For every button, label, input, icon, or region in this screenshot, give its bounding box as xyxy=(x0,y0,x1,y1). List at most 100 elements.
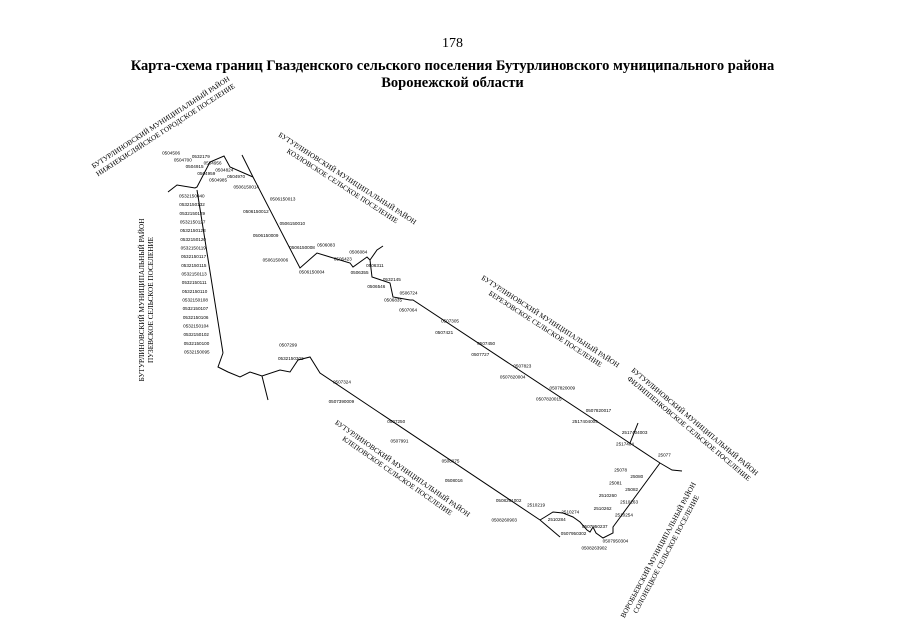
boundary-point-label: 2517404 xyxy=(616,441,634,446)
boundary-point-label: 0507820017 xyxy=(586,408,612,413)
boundary-point-label: 0532150106 xyxy=(183,315,209,320)
boundary-northeast xyxy=(252,176,661,464)
boundary-point-label: 0504970 xyxy=(227,174,245,179)
boundary-point-label: 0504985 xyxy=(209,178,227,183)
boundary-point-label: 0532150132 xyxy=(179,202,205,207)
boundary-top-spur xyxy=(369,245,384,261)
district-name: БУТУРЛИНОВСКИЙ МУНИЦИПАЛЬНЫЙ РАЙОН xyxy=(333,418,472,519)
boundary-point-label: 2510284 xyxy=(548,517,566,522)
boundary-point-label: 25080 xyxy=(630,474,643,479)
boundary-point-label: 2510219 xyxy=(527,503,545,508)
boundary-point-label: 0504956 xyxy=(204,161,222,166)
boundary-point-label: 0532150113 xyxy=(182,272,208,277)
boundary-north xyxy=(167,155,254,193)
boundary-point-label: 25077 xyxy=(658,453,671,458)
page-number: 178 xyxy=(442,36,463,51)
boundary-point-label: 0506546 xyxy=(367,284,385,289)
region-label: БУТУРЛИНОВСКИЙ МУНИЦИПАЛЬНЫЙ РАЙОНБЕРЕЗО… xyxy=(480,273,621,369)
boundary-point-label: 0507950304 xyxy=(603,538,629,543)
boundary-point-label: 0532145 xyxy=(383,277,401,282)
boundary-kozlovskoe-spur xyxy=(241,154,254,178)
boundary-point-label: 0507950302 xyxy=(561,531,587,536)
boundary-point-label: 0507823 xyxy=(513,363,531,368)
boundary-point-label: 0504824 xyxy=(215,167,233,172)
boundary-point-label: 0532150100 xyxy=(184,341,210,346)
boundary-point-label: 0504506 xyxy=(162,151,180,156)
boundary-point-label: 0532150129 xyxy=(180,211,206,216)
settlement-name: КЛЕПОВСКОЕ СЕЛЬСКОЕ ПОСЕЛЕНИЕ xyxy=(341,435,454,518)
boundary-point-label: 2510263 xyxy=(620,500,638,505)
boundary-point-label: 0507727 xyxy=(471,352,489,357)
region-label: БУТУРЛИНОВСКИЙ МУНИЦИПАЛЬНЫЙ РАЙОНКОЗЛОВ… xyxy=(277,130,418,226)
boundary-point-label: 25078 xyxy=(614,468,627,473)
boundary-point-label: 0532150102 xyxy=(183,332,209,337)
boundary-point-label: 0506150004 xyxy=(299,270,325,275)
boundary-point-label: 0504959 xyxy=(197,171,215,176)
boundary-point-label: 0506150013 xyxy=(270,197,296,202)
boundary-southeast xyxy=(539,462,661,539)
boundary-point-label: 0508263902 xyxy=(581,546,607,551)
boundary-point-label: 0532150108 xyxy=(182,298,208,303)
settlement-name: КОЗЛОВСКОЕ СЕЛЬСКОЕ ПОСЕЛЕНИЕ xyxy=(285,147,400,225)
boundary-point-label: 0532150111 xyxy=(182,280,207,285)
boundary-point-label: 0507450 xyxy=(477,341,495,346)
region-label: БУТУРЛИНОВСКИЙ МУНИЦИПАЛЬНЫЙ РАЙОНФИЛИПП… xyxy=(625,366,761,483)
boundary-point-label: 0532150115 xyxy=(181,263,207,268)
boundary-point-label: 0532150110 xyxy=(182,289,208,294)
district-name: БУТУРЛИНОВСКИЙ МУНИЦИПАЛЬНЫЙ РАЙОН xyxy=(480,273,621,369)
settlement-name: БЕРЕЗОВСКОЕ СЕЛЬСКОЕ ПОСЕЛЕНИЕ xyxy=(487,289,604,369)
boundary-point-label: 0506150009 xyxy=(253,233,279,238)
boundary-point-label: 0506150008 xyxy=(289,245,315,250)
boundary-point-label: 0506084 xyxy=(349,249,367,254)
boundary-point-label: 2510262 xyxy=(594,506,612,511)
boundary-point-label: 0532150127 xyxy=(180,220,206,225)
region-label: БУТУРЛИНОВСКИЙ МУНИЦИПАЛЬНЫЙ РАЙОНКЛЕПОВ… xyxy=(333,418,472,519)
boundary-southwest xyxy=(539,519,561,538)
boundary-point-label: 0507299 xyxy=(279,343,297,348)
boundary-point-label: 0506083 xyxy=(317,243,335,248)
boundary-point-label: 0506311 xyxy=(366,263,384,268)
boundary-point-label: 0507421 xyxy=(435,330,453,335)
settlement-name: ПУЗЕВСКОЕ СЕЛЬСКОЕ ПОСЕЛЕНИЕ xyxy=(147,236,155,363)
boundary-point-label: 0504915 xyxy=(186,164,204,169)
boundary-point-label: 0532150095 xyxy=(184,350,210,355)
settlement-name: СОЛОНЕЦКОЕ СЕЛЬСКОЕ ПОСЕЛЕНИЕ xyxy=(632,493,702,615)
boundary-point-label: 0507820015 xyxy=(536,397,562,402)
boundary-point-label: 0532150302 xyxy=(278,356,304,361)
boundary-point-label: 0506724 xyxy=(400,291,418,296)
boundary-point-label: 0506355 xyxy=(351,270,369,275)
boundary-point-label: 0507950237 xyxy=(582,524,608,529)
boundary-point-label: 0506150012 xyxy=(243,209,269,214)
boundary-point-label: 0532150117 xyxy=(181,254,207,259)
boundary-south xyxy=(217,352,541,521)
boundary-point-label: 0507305 xyxy=(441,319,459,324)
boundary-point-label: 2517404003 xyxy=(622,430,648,435)
boundary-point-label: 0507390009 xyxy=(329,399,355,404)
district-name: БУТУРЛИНОВСКИЙ МУНИЦИПАЛЬНЫЙ РАЙОН xyxy=(630,366,761,478)
boundary-point-label: 0532150107 xyxy=(183,306,209,311)
boundary-point-label: 0532150104 xyxy=(183,324,209,329)
boundary-east-spur xyxy=(659,462,683,472)
boundary-point-label: 25081 xyxy=(609,480,622,485)
boundary-point-label: 0508016 xyxy=(445,478,463,483)
boundary-point-label: 0508261002 xyxy=(496,498,522,503)
boundary-point-label: 0532179 xyxy=(192,154,210,159)
boundary-point-label: 0507250 xyxy=(387,419,405,424)
district-name: БУТУРЛИНОВСКИЙ МУНИЦИПАЛЬНЫЙ РАЙОН xyxy=(137,219,146,382)
boundary-point-label: 0507064 xyxy=(399,308,417,313)
boundary-point-label: 0504700 xyxy=(174,157,192,162)
title-line-2: Воронежской области xyxy=(381,75,524,91)
boundary-point-label: 0506423 xyxy=(334,256,352,261)
page-title: Карта-схема границ Гвазденского сельског… xyxy=(0,58,905,92)
boundary-point-label: 0507820009 xyxy=(550,386,576,391)
boundary-point-label: 0508075 xyxy=(442,458,460,463)
boundary-point-label: 0506150014 xyxy=(233,185,259,190)
boundary-point-label: 0506150006 xyxy=(263,257,289,262)
district-name: БУТУРЛИНОВСКИЙ МУНИЦИПАЛЬНЫЙ РАЙОН xyxy=(277,130,418,226)
boundary-point-label: 2510254 xyxy=(615,513,633,518)
boundary-point-label: 0508260903 xyxy=(491,518,517,523)
boundary-filippenkovskoe-spur xyxy=(629,422,639,444)
title-line-1: Карта-схема границ Гвазденского сельског… xyxy=(130,58,775,74)
boundary-point-label: 2510260 xyxy=(599,493,617,498)
